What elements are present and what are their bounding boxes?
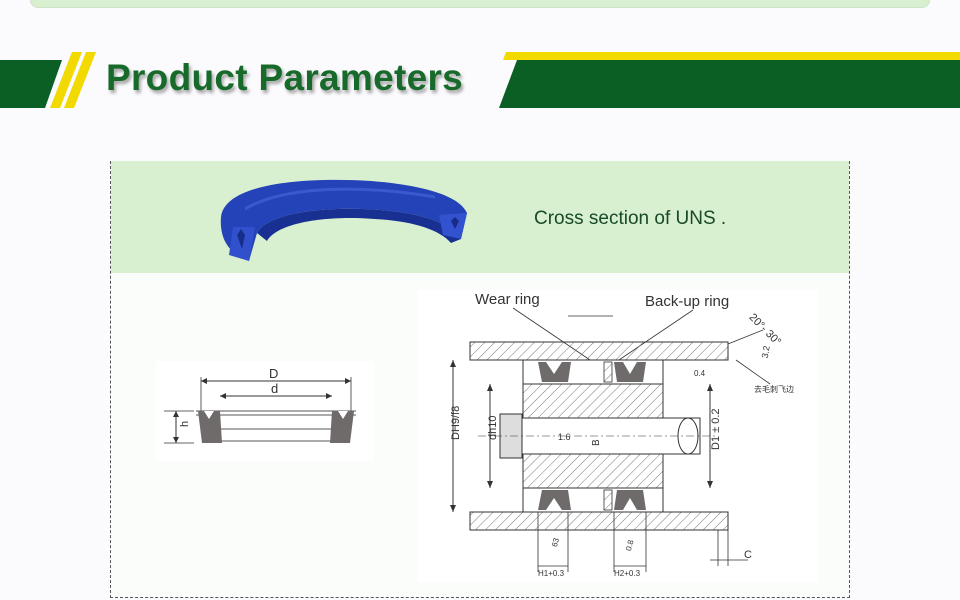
- roughness-32-label: 3.2: [760, 345, 772, 359]
- dim-d-label: d: [271, 381, 278, 396]
- wear-ring-label: Wear ring: [475, 291, 540, 308]
- section-banner: [0, 52, 960, 110]
- dim-h-label: h: [179, 421, 191, 427]
- roughness-04-label: 0.4: [694, 369, 706, 378]
- backup-ring-label: Back-up ring: [645, 293, 729, 310]
- groove-b-label: B: [591, 439, 602, 446]
- installation-drawing: Wear ring Back-up ring 20°- 30° DH9/f8 d: [418, 290, 818, 582]
- h2-label: H2+0.3: [614, 569, 641, 578]
- roughness-16-label: 1.6: [558, 432, 571, 442]
- dim-D-label: D: [269, 366, 278, 381]
- u-seal-image: [220, 179, 467, 261]
- d1-tolerance-label: D1 ± 0.2: [710, 408, 722, 450]
- page-title: Product Parameters: [106, 57, 464, 98]
- angle-label: 20°- 30°: [746, 311, 783, 348]
- roughness-08-label: 0.8: [624, 538, 636, 552]
- product-panel: Cross section of UNS . D d h Wea: [110, 161, 850, 598]
- h1-label: H1+0.3: [538, 569, 565, 578]
- rod-tolerance-label: dh10: [487, 416, 499, 440]
- seal-dimension-drawing: D d h: [156, 361, 374, 461]
- chamfer-c-label: C: [744, 549, 752, 561]
- roughness-63-label: 63: [550, 536, 561, 547]
- panel-header: Cross section of UNS .: [111, 161, 849, 273]
- banner-graphic: [0, 52, 960, 108]
- top-strip: [30, 0, 930, 8]
- bore-tolerance-label: DH9/f8: [450, 406, 462, 440]
- cross-section-caption: Cross section of UNS .: [534, 208, 727, 229]
- deburr-note: 去毛刺飞边: [754, 384, 794, 394]
